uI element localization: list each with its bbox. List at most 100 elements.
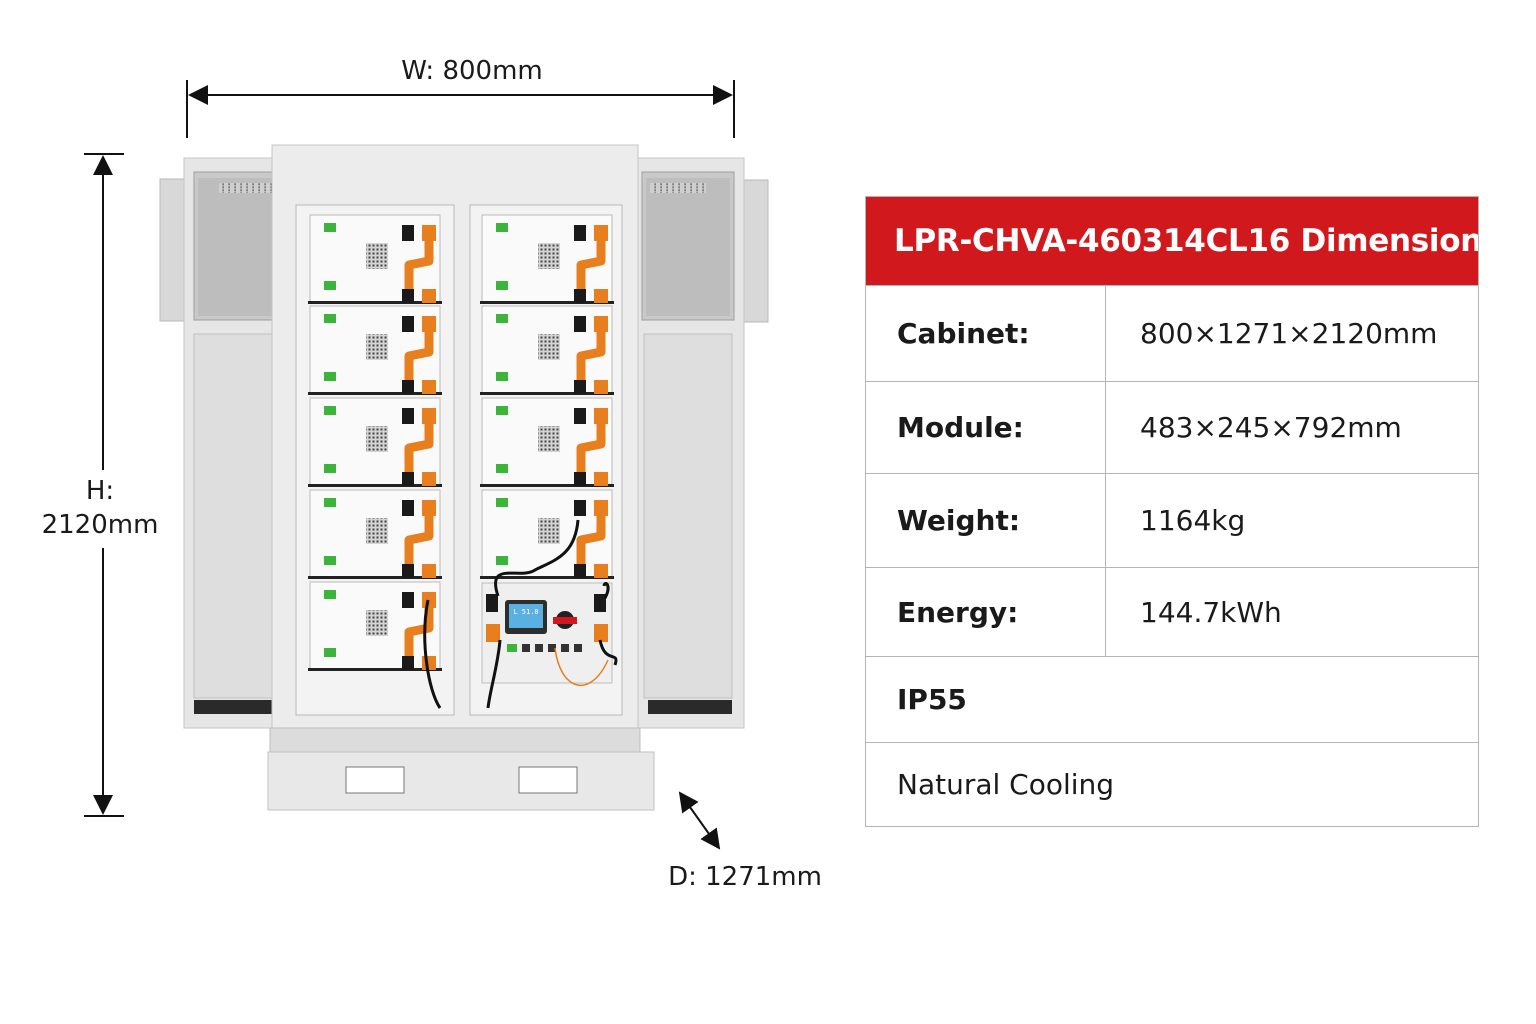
green-connector xyxy=(324,281,336,290)
module-divider xyxy=(308,392,442,395)
main-power-cable xyxy=(423,599,442,709)
black-terminal xyxy=(574,500,586,516)
height-dimension-label-bottom: 2120mm xyxy=(41,510,159,540)
green-connector xyxy=(496,498,508,507)
spec-key: Cabinet: xyxy=(866,286,1106,381)
orange-terminal xyxy=(594,564,608,578)
spec-key: Energy: xyxy=(866,568,1106,656)
orange-busbar xyxy=(404,241,434,289)
green-connector xyxy=(324,590,336,599)
module-divider xyxy=(480,301,614,304)
spec-row-cooling: Natural Cooling xyxy=(866,742,1478,826)
black-terminal xyxy=(574,316,586,332)
green-connector xyxy=(324,464,336,473)
height-dimension-label-top: H: xyxy=(85,476,115,506)
spec-row-weight: Weight: 1164kg xyxy=(866,473,1478,567)
orange-terminal xyxy=(594,472,608,486)
module-divider xyxy=(480,576,614,579)
black-terminal xyxy=(574,564,586,578)
orange-busbar xyxy=(404,608,434,656)
orange-busbar xyxy=(404,332,434,380)
spec-table-title: LPR-CHVA-460314CL16 Dimensions xyxy=(866,197,1478,285)
orange-terminal xyxy=(422,472,436,486)
green-connector xyxy=(324,498,336,507)
black-terminal xyxy=(402,564,414,578)
orange-terminal xyxy=(422,380,436,394)
spec-value: 483×245×792mm xyxy=(1140,411,1402,444)
black-terminal xyxy=(574,289,586,303)
width-arrow xyxy=(186,80,735,138)
orange-busbar xyxy=(404,424,434,472)
orange-terminal xyxy=(422,225,436,241)
orange-terminal xyxy=(422,500,436,516)
black-terminal xyxy=(402,500,414,516)
green-connector xyxy=(496,406,508,415)
module-divider xyxy=(308,484,442,487)
orange-terminal xyxy=(422,656,436,670)
orange-terminal xyxy=(594,289,608,303)
spec-value: 1164kg xyxy=(1140,504,1246,537)
green-connector xyxy=(324,314,336,323)
black-terminal xyxy=(402,380,414,394)
spec-key: Weight: xyxy=(866,474,1106,567)
left-door-panel xyxy=(159,157,283,729)
orange-busbar xyxy=(576,424,606,472)
battery-cabinet-illustration: L 51.0 xyxy=(84,80,769,850)
black-terminal xyxy=(402,656,414,670)
depth-dimension-label: D: 1271mm xyxy=(668,862,822,892)
green-connector xyxy=(496,464,508,473)
spec-key: Module: xyxy=(866,382,1106,473)
module-vent xyxy=(366,334,388,360)
module-vent xyxy=(538,518,560,544)
spec-row-module: Module: 483×245×792mm xyxy=(866,381,1478,473)
black-terminal xyxy=(574,380,586,394)
module-vent xyxy=(538,243,560,269)
green-connector xyxy=(496,372,508,381)
spec-row-energy: Energy: 144.7kWh xyxy=(866,567,1478,656)
green-connector xyxy=(496,556,508,565)
orange-terminal xyxy=(594,225,608,241)
black-terminal xyxy=(402,316,414,332)
black-terminal xyxy=(574,225,586,241)
orange-terminal xyxy=(422,564,436,578)
depth-arrow xyxy=(678,791,721,850)
battery-modules xyxy=(308,214,614,709)
right-door-panel xyxy=(637,157,769,729)
green-connector xyxy=(324,648,336,657)
green-connector xyxy=(496,314,508,323)
orange-busbar xyxy=(404,516,434,564)
module-vent xyxy=(366,243,388,269)
orange-terminal xyxy=(422,592,436,608)
orange-terminal xyxy=(594,408,608,424)
spec-table: LPR-CHVA-460314CL16 Dimensions Cabinet: … xyxy=(865,196,1479,827)
green-connector xyxy=(324,223,336,232)
orange-terminal xyxy=(422,289,436,303)
orange-busbar xyxy=(576,516,606,564)
green-connector xyxy=(324,406,336,415)
module-vent xyxy=(538,426,560,452)
module-divider xyxy=(480,484,614,487)
height-arrow xyxy=(84,153,124,817)
orange-terminal xyxy=(422,408,436,424)
orange-terminal xyxy=(422,316,436,332)
black-terminal xyxy=(402,472,414,486)
bms-display-text: L 51.0 xyxy=(513,608,538,616)
module-divider xyxy=(308,576,442,579)
spec-row-cabinet: Cabinet: 800×1271×2120mm xyxy=(866,285,1478,381)
black-terminal xyxy=(402,592,414,608)
orange-terminal xyxy=(594,316,608,332)
spec-value: 800×1271×2120mm xyxy=(1140,317,1438,350)
module-divider xyxy=(308,668,442,671)
orange-busbar xyxy=(576,241,606,289)
black-terminal xyxy=(402,408,414,424)
orange-busbar xyxy=(576,332,606,380)
module-divider xyxy=(480,392,614,395)
orange-terminal xyxy=(594,500,608,516)
module-vent xyxy=(366,518,388,544)
black-terminal xyxy=(574,472,586,486)
black-terminal xyxy=(402,225,414,241)
module-vent xyxy=(538,334,560,360)
module-divider xyxy=(308,301,442,304)
green-connector xyxy=(496,281,508,290)
module-vent xyxy=(366,610,388,636)
